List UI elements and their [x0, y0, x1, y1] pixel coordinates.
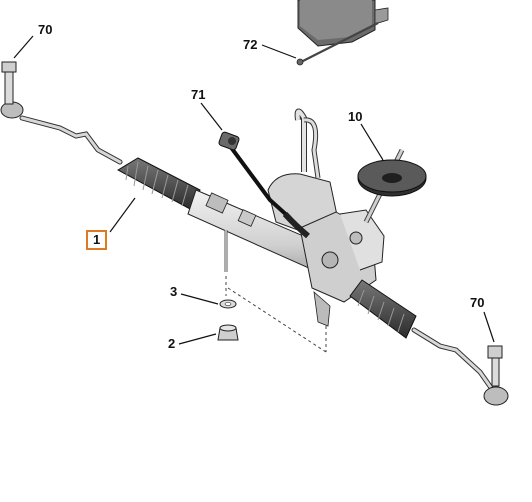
callout-10-dust-seal: 10 — [348, 109, 363, 124]
leader-lines — [13, 35, 495, 345]
gear-motor-assembly — [267, 108, 385, 327]
hose-clip-71-icon — [218, 131, 310, 239]
callout-70-tie-rod-end-left: 70 — [38, 22, 53, 37]
callout-72-bolt: 72 — [243, 37, 258, 52]
callout-70-tie-rod-end-right: 70 — [470, 295, 485, 310]
callout-2-nut: 2 — [168, 336, 176, 351]
callout-1-steering-rack: 1 — [86, 230, 108, 250]
left-bellows-boot-icon — [116, 157, 201, 211]
washer-3-icon — [219, 299, 237, 309]
callout-71-hose-clip: 71 — [191, 87, 206, 102]
dust-seal-10-icon — [357, 148, 427, 224]
callout-3-washer: 3 — [170, 284, 178, 299]
reservoir-box — [297, 0, 389, 47]
left-tie-rod — [0, 61, 123, 165]
nut-2-icon — [217, 324, 239, 341]
bolt-72-icon — [296, 22, 379, 66]
mounting-bolt-icon — [224, 230, 327, 353]
right-tie-rod — [411, 327, 509, 406]
right-bellows-boot-icon — [349, 279, 417, 339]
